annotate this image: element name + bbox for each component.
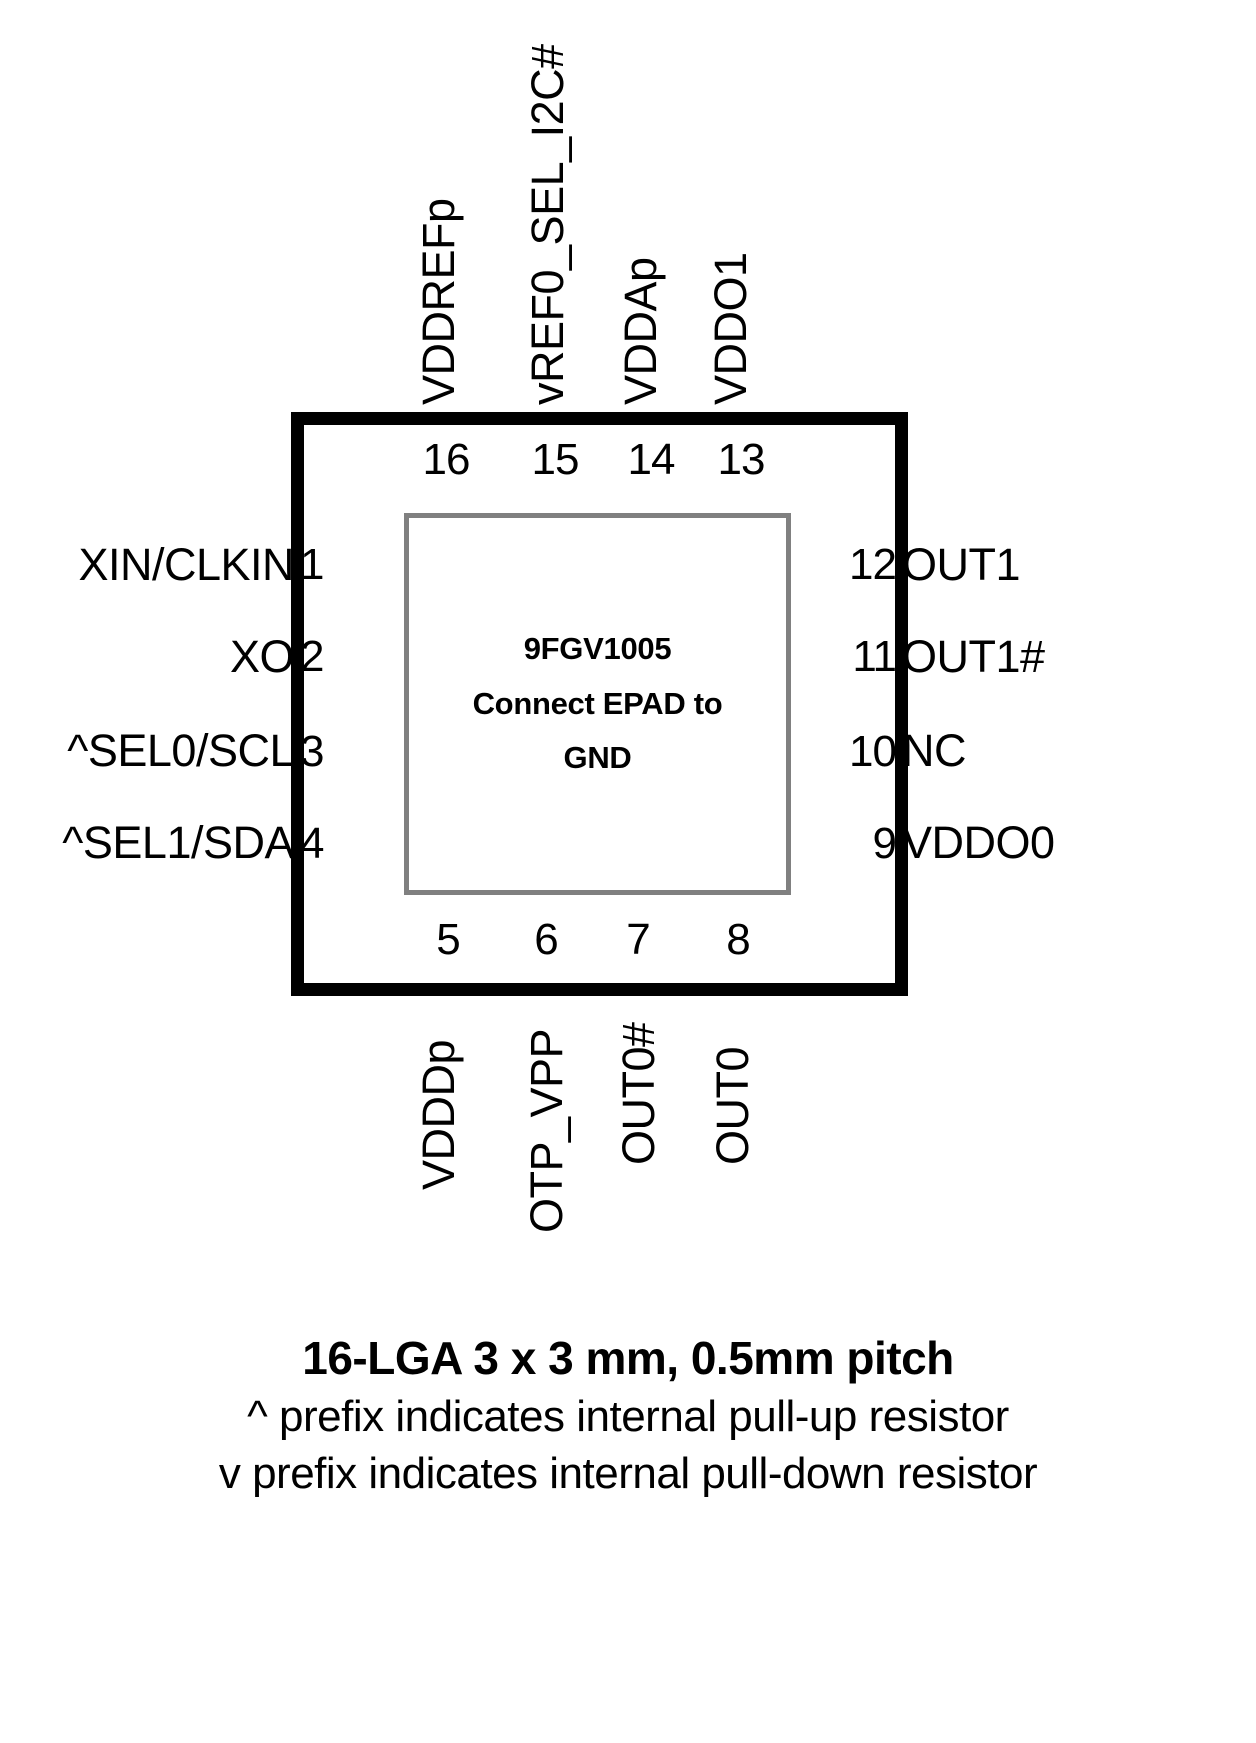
pin-number-16: 16	[422, 435, 471, 484]
pin-number-14: 14	[627, 435, 676, 484]
pin-number-12: 12	[849, 540, 897, 589]
pin-number-2: 2	[300, 632, 324, 681]
pin-signal-label-4: ^SEL1/SDA	[62, 817, 294, 868]
pin-signal-label-9: VDDO0	[902, 817, 1055, 868]
pin-signal-label-2: XO	[229, 631, 295, 682]
pin-signal-label-7: OUT0#	[613, 1022, 664, 1165]
exposed-pad-outline	[404, 513, 791, 895]
pin-signal-label-14: VDDAp	[615, 257, 666, 405]
pin-number-4: 4	[300, 819, 324, 868]
diagram-caption: 16-LGA 3 x 3 mm, 0.5mm pitch ^ prefix in…	[0, 1330, 1256, 1502]
pin-number-11: 11	[852, 632, 897, 681]
pin-number-5: 5	[436, 915, 460, 964]
epad-instruction-line-1: Connect EPAD to	[472, 685, 723, 721]
pin-signal-label-3: ^SEL0/SCL	[67, 725, 294, 776]
caption-pullup-note: ^ prefix indicates internal pull-up resi…	[247, 1391, 1009, 1441]
pin-number-3: 3	[300, 727, 324, 776]
pin-signal-label-12: OUT1	[902, 539, 1021, 590]
pin-signal-label-8: OUT0	[707, 1046, 758, 1165]
pin-number-7: 7	[626, 915, 650, 964]
pin-signal-label-16: VDDREFp	[413, 198, 464, 405]
pin-signal-label-15: vREF0_SEL_I2C#	[522, 44, 573, 405]
pin-number-15: 15	[531, 435, 580, 484]
part-number-label: 9FGV1005	[523, 631, 672, 667]
caption-pulldown-note: v prefix indicates internal pull-down re…	[218, 1448, 1038, 1498]
pin-signal-label-13: VDDO1	[705, 252, 756, 405]
pin-signal-label-6: OTP_VPP	[521, 1028, 572, 1233]
pin-number-8: 8	[726, 915, 750, 964]
caption-package-spec: 16-LGA 3 x 3 mm, 0.5mm pitch	[302, 1332, 954, 1384]
epad-instruction-line-2: GND	[563, 740, 632, 776]
pin-number-10: 10	[849, 727, 897, 776]
pin-signal-label-10: NC	[902, 725, 967, 776]
pin-signal-label-11: OUT1#	[902, 631, 1045, 682]
pin-number-1: 1	[300, 540, 324, 589]
pin-signal-label-5: VDDDp	[413, 1039, 464, 1190]
pin-number-6: 6	[534, 915, 558, 964]
pin-number-13: 13	[717, 435, 766, 484]
exposed-pad-text-block: 9FGV1005 Connect EPAD to GND	[404, 513, 791, 895]
pin-number-9: 9	[872, 819, 897, 868]
pin-signal-label-1: XIN/CLKIN	[78, 539, 294, 590]
